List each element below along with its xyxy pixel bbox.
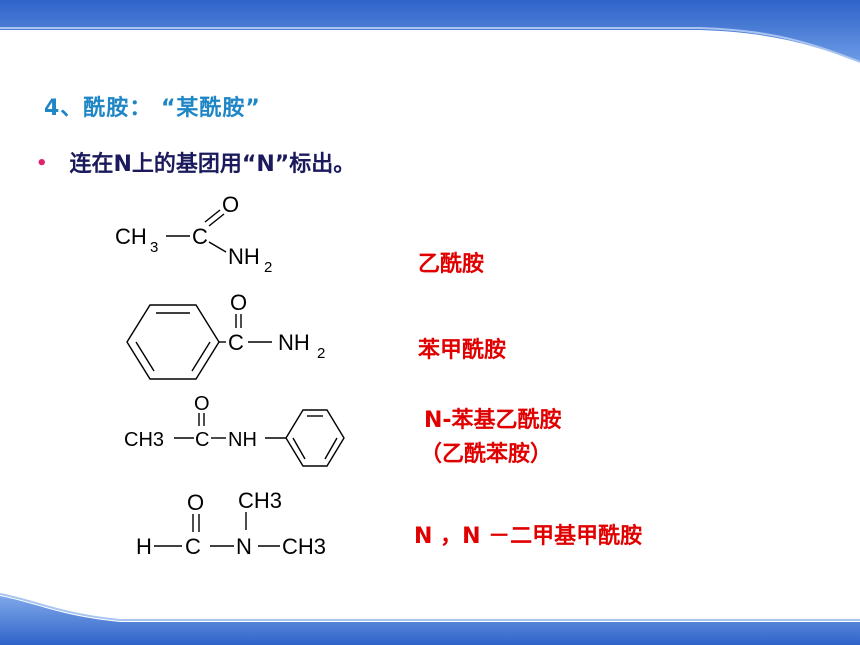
svg-text:H: H [136, 534, 152, 559]
slide-heading: 4、酰胺： “某酰胺” [44, 96, 261, 121]
svg-text:NH: NH [228, 244, 260, 269]
acetamide-structure: CH 3 C O NH 2 [115, 192, 272, 276]
compound-name-benzamide: 苯甲酰胺 [418, 338, 507, 363]
svg-text:CH3: CH3 [124, 429, 164, 451]
acetanilide-structure: CH3 C O NH [124, 393, 345, 467]
compound-name-acetamide: 乙酰胺 [418, 252, 485, 277]
svg-text:O: O [230, 290, 247, 315]
svg-text:3: 3 [150, 239, 158, 256]
svg-text:CH: CH [115, 224, 147, 249]
svg-text:2: 2 [317, 345, 325, 362]
svg-text:CH3: CH3 [238, 488, 282, 513]
svg-text:C: C [192, 224, 208, 249]
top-banner [0, 0, 860, 63]
compound-alt-name-acetanilide: （乙酰苯胺） [420, 442, 553, 467]
svg-text:C: C [195, 429, 209, 451]
svg-text:N: N [236, 534, 252, 559]
benzamide-structure: C O NH 2 [126, 290, 325, 380]
svg-text:CH3: CH3 [282, 534, 326, 559]
bullet-text: 连在N上的基团用“N”标出。 [69, 152, 356, 177]
compound-name-dmf: N ，N －二甲基甲酰胺 [414, 524, 643, 549]
bullet-item: • 连在N上的基团用“N”标出。 [36, 146, 355, 178]
svg-text:O: O [222, 192, 239, 217]
svg-text:O: O [194, 393, 210, 415]
compound-name-n-phenylacetamide: N-苯基乙酰胺 [424, 408, 562, 433]
svg-text:C: C [185, 534, 201, 559]
svg-text:NH: NH [228, 429, 257, 451]
svg-text:O: O [187, 490, 204, 515]
svg-text:C: C [228, 330, 244, 355]
svg-text:NH: NH [278, 330, 310, 355]
dmf-structure: H C O N CH3 CH3 [136, 488, 326, 559]
bottom-banner [0, 593, 860, 645]
svg-text:2: 2 [264, 259, 272, 276]
bullet-dot-icon: • [36, 153, 48, 174]
